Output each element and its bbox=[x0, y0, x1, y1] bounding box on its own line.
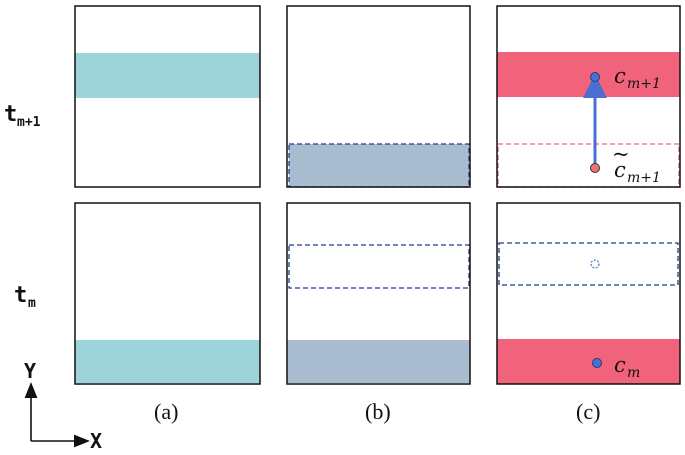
panel-a-top bbox=[74, 5, 261, 188]
x-axis-label: X bbox=[90, 429, 102, 453]
panel-c-top: c m+1 ~ c m+1 bbox=[496, 5, 681, 188]
caption-c: (c) bbox=[576, 399, 600, 424]
panel-c-bottom: c m bbox=[496, 202, 681, 385]
panel-b-bottom bbox=[286, 202, 471, 385]
panel-frame bbox=[74, 202, 261, 385]
svg-text:t: t bbox=[4, 102, 17, 127]
steel-band-top bbox=[289, 144, 469, 187]
svg-text:m+1: m+1 bbox=[17, 115, 41, 130]
svg-text:c: c bbox=[614, 158, 626, 182]
caption-a: (a) bbox=[154, 399, 178, 424]
row-label-bottom: t m bbox=[14, 283, 36, 311]
row-label-top: t m+1 bbox=[4, 102, 41, 130]
centroid-predicted-dot bbox=[590, 163, 600, 173]
svg-text:m+1: m+1 bbox=[627, 170, 661, 186]
panel-frame bbox=[286, 5, 471, 188]
svg-text:m: m bbox=[28, 296, 36, 311]
svg-text:c: c bbox=[614, 64, 626, 88]
panel-frame bbox=[496, 5, 681, 188]
svg-text:m+1: m+1 bbox=[627, 76, 661, 92]
panel-a-bottom bbox=[74, 202, 261, 385]
pink-band-bottom bbox=[497, 339, 680, 384]
label-c-next: c m+1 bbox=[614, 64, 661, 92]
previous-centroid-ring bbox=[590, 259, 600, 269]
label-c-m: c m bbox=[614, 353, 640, 381]
panel-frame bbox=[496, 202, 681, 385]
caption-b: (b) bbox=[365, 399, 391, 424]
y-axis-label: Y bbox=[24, 359, 36, 383]
axes-indicator: Y X bbox=[24, 359, 102, 453]
teal-band-bottom bbox=[75, 340, 260, 383]
svg-text:~: ~ bbox=[612, 142, 630, 166]
panel-frame bbox=[74, 5, 261, 188]
panel-frame bbox=[286, 202, 471, 385]
teal-band-top bbox=[75, 53, 260, 98]
panel-b-top bbox=[286, 5, 471, 188]
dashed-box-bottom bbox=[498, 242, 679, 286]
centroid-current-dot bbox=[592, 358, 602, 368]
svg-text:c: c bbox=[614, 353, 626, 377]
steel-band-bottom bbox=[287, 340, 470, 383]
dashed-box-bottom bbox=[288, 244, 470, 289]
svg-text:t: t bbox=[14, 283, 27, 308]
label-c-tilde: ~ c m+1 bbox=[612, 142, 661, 186]
centroid-next-dot bbox=[590, 72, 600, 82]
svg-text:m: m bbox=[627, 365, 640, 381]
